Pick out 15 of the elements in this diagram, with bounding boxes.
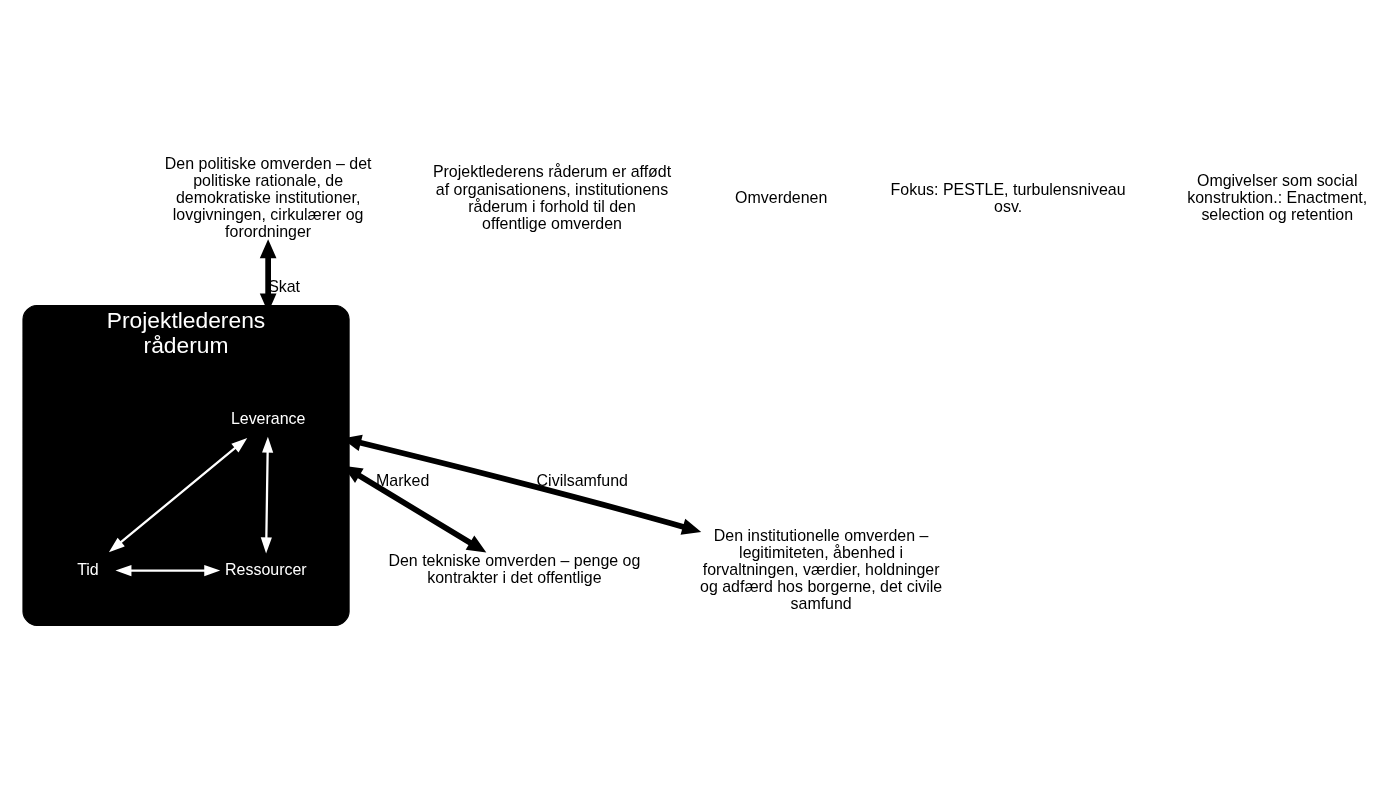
edge-label: Civilsamfund [536, 471, 628, 489]
label: Omgivelser som social konstruktion.: Enactment, selection og retention [1187, 171, 1368, 223]
label: Omverdenen [735, 188, 828, 206]
node-text: Den tekniske omverden – penge og kontrakter i det offentlige [388, 551, 641, 586]
label: Fokus: PESTLE, turbulensniveau osv. [890, 180, 1126, 215]
node-text: Tid [77, 560, 99, 578]
node-text: Den politiske omverden – det politiske rationale, de demokratiske institutioner, lovgivningen, cirkulærer og forordninger [164, 154, 372, 240]
edge-label: Marked [376, 471, 430, 489]
arrow [115, 564, 221, 576]
arrow [260, 436, 274, 553]
node-text: Den institutionelle omverden – legitimiteten, åbenhed i forvaltningen, værdier, holdninger og adfærd hos borgerne, det civile samfund [700, 526, 943, 612]
arrow [108, 437, 248, 552]
node-text: Leverance [230, 409, 306, 427]
label: Projektlederens råderum er affødt af organisationens, institutionens råderum i forhold til den offentlige omverden [432, 162, 672, 232]
node-text: Ressourcer [225, 560, 307, 578]
